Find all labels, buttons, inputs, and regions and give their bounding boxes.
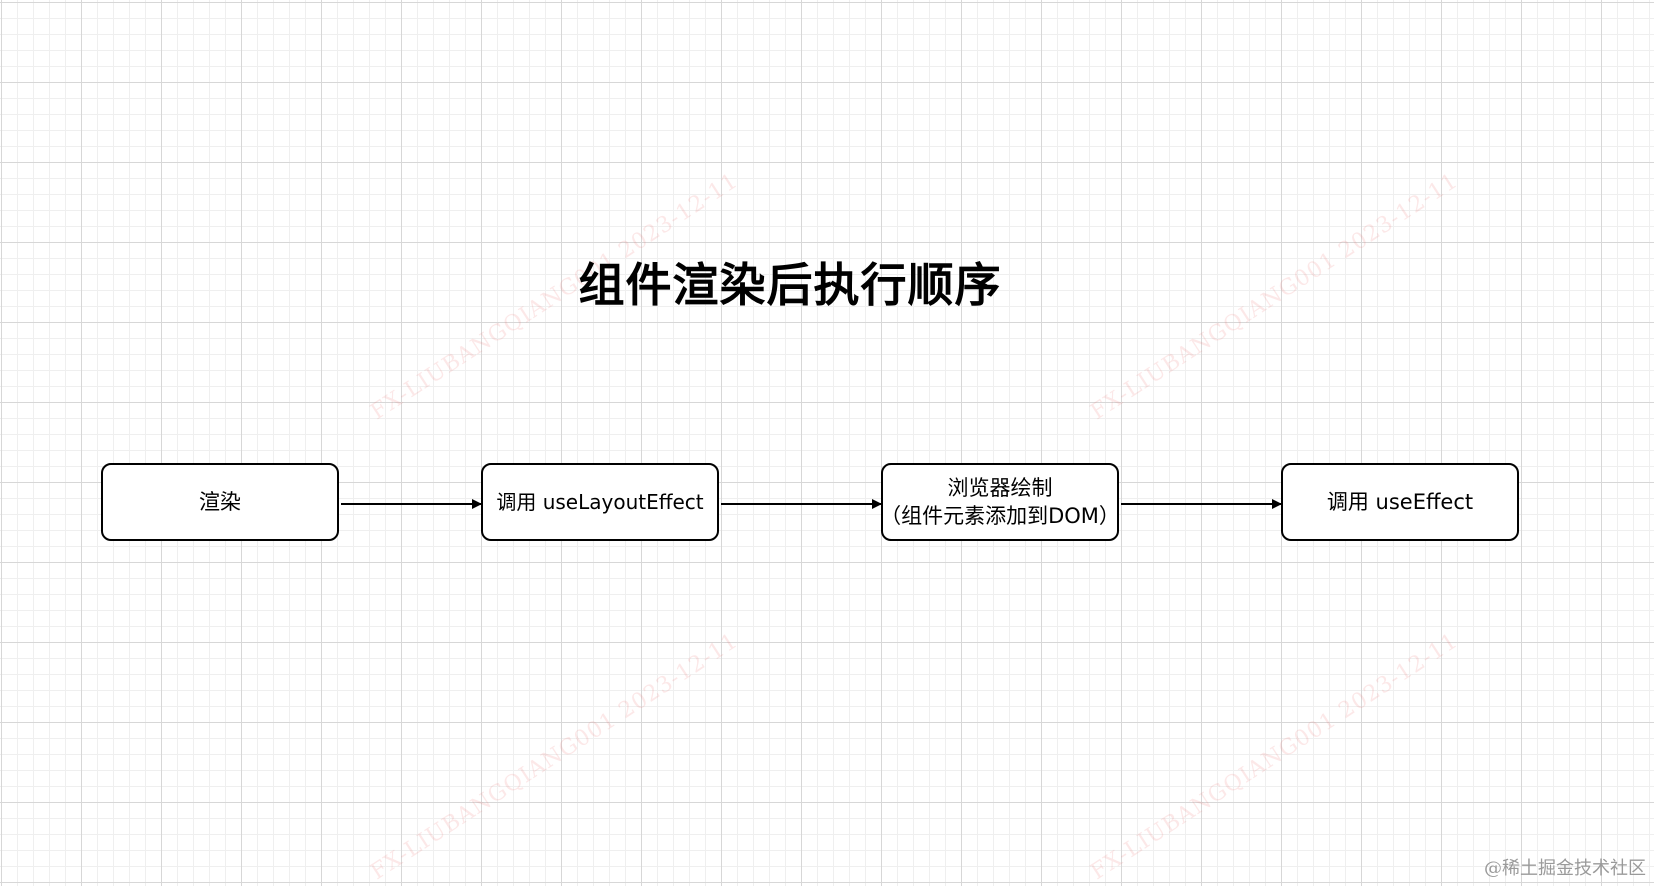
node-label: 调用 useLayoutEffect bbox=[496, 490, 704, 514]
site-credit: @稀土掘金技术社区 bbox=[1484, 858, 1646, 879]
node-label: 渲染 bbox=[199, 490, 241, 514]
node-label: 调用 useEffect bbox=[1326, 490, 1474, 514]
node-call-use-effect[interactable]: 调用 useEffect bbox=[1281, 463, 1519, 541]
node-browser-paint[interactable]: 浏览器绘制 （组件元素添加到DOM） bbox=[880, 463, 1120, 541]
node-sublabel: （组件元素添加到DOM） bbox=[880, 504, 1120, 528]
node-render[interactable]: 渲染 bbox=[101, 463, 339, 541]
diagram-title: 组件渲染后执行顺序 bbox=[578, 258, 1002, 312]
node-label: 浏览器绘制 bbox=[947, 476, 1053, 500]
node-call-use-layout-effect[interactable]: 调用 useLayoutEffect bbox=[481, 463, 719, 541]
